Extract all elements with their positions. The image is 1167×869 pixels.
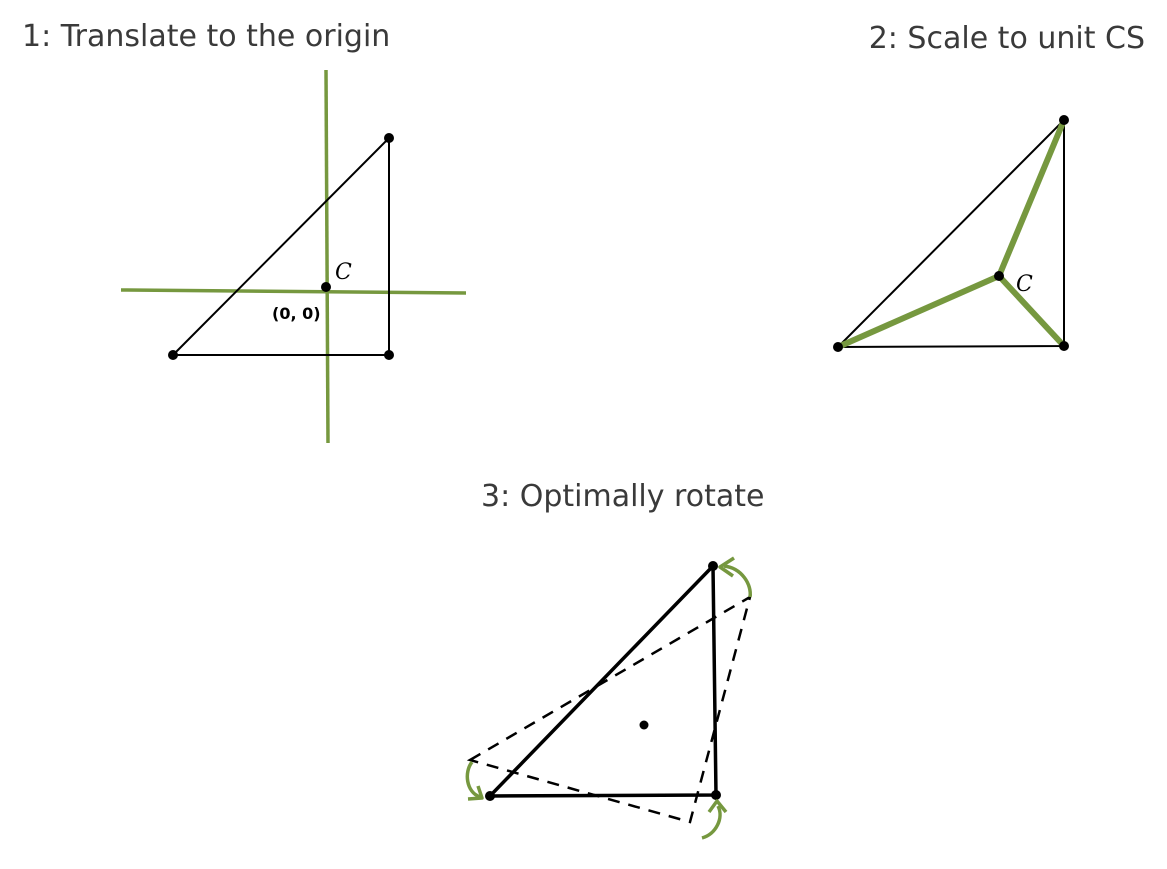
centroid-point bbox=[639, 720, 649, 730]
panel-2-scale: C bbox=[833, 115, 1069, 352]
panel-2-title: 2: Scale to unit CS bbox=[868, 21, 1145, 56]
centroid-label: C bbox=[335, 260, 352, 285]
rotation-arrow-left bbox=[465, 760, 481, 799]
origin-label: (0, 0) bbox=[272, 304, 321, 323]
centroid-spoke bbox=[836, 273, 1001, 350]
vertex-point bbox=[833, 342, 843, 352]
rotation-arrow-top bbox=[723, 564, 752, 598]
rotation-arrow-bottom-head bbox=[707, 799, 728, 814]
rotation-arrow-left-head bbox=[467, 785, 484, 801]
panel-1-title: 1: Translate to the origin bbox=[22, 19, 391, 54]
rotation-arrow-bottom bbox=[701, 805, 722, 840]
vertex-point bbox=[1059, 115, 1069, 125]
vertex-point bbox=[384, 133, 394, 143]
centroid-spoke bbox=[996, 118, 1067, 278]
panel-3-rotate bbox=[465, 556, 752, 840]
panel-3-title: 3: Optimally rotate bbox=[481, 479, 765, 514]
triangle-reference bbox=[488, 564, 718, 798]
y-axis-line bbox=[324, 69, 330, 444]
rotation-arrow-top-head bbox=[718, 556, 735, 578]
vertex-point bbox=[485, 791, 495, 801]
centroid-spoke bbox=[996, 273, 1067, 349]
triangle-rotated-dashed bbox=[466, 594, 752, 824]
x-axis-line bbox=[120, 288, 467, 295]
vertex-point bbox=[711, 790, 721, 800]
vertex-point bbox=[708, 561, 718, 571]
centroid-point bbox=[321, 282, 331, 292]
vertex-point bbox=[384, 350, 394, 360]
vertex-point bbox=[168, 350, 178, 360]
centroid-label: C bbox=[1016, 272, 1033, 297]
centroid-point bbox=[994, 271, 1004, 281]
triangle-original bbox=[170, 135, 390, 356]
panel-1-translate: C (0, 0) bbox=[120, 69, 467, 444]
triangle-scaled bbox=[835, 117, 1065, 349]
vertex-point bbox=[1059, 341, 1069, 351]
